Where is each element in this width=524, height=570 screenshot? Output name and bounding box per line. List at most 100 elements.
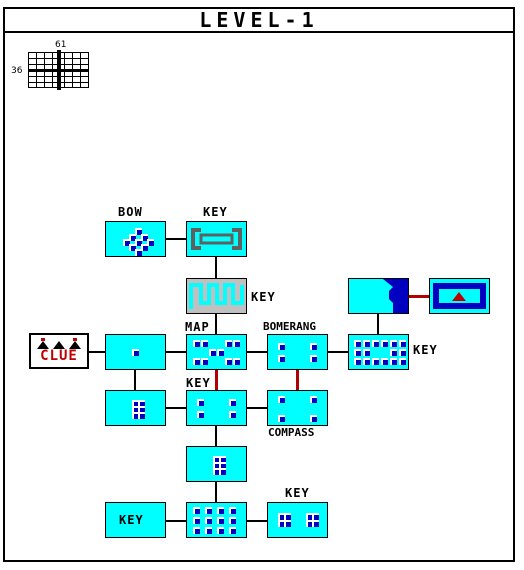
room-block [381,340,388,347]
minimap-col-label: 61 [55,40,67,50]
room-clue[interactable]: CLUE [29,333,89,369]
room-block [229,507,236,514]
link-bottom-left [165,520,186,522]
room-west-lower[interactable] [105,390,166,426]
room-key-bottom-left[interactable]: KEY [105,502,166,538]
room-block [354,340,361,347]
label-key-bottom-left: KEY [119,513,144,527]
room-block [135,239,142,246]
link-map-bomerang [246,351,267,353]
room-block [306,520,313,527]
clue-icon [37,338,81,349]
room-block [310,415,317,422]
room-block [213,468,220,475]
room-block [193,527,200,534]
room-block [278,513,285,520]
room-block [138,400,145,407]
clue-text: CLUE [40,348,78,364]
room-block [135,249,142,256]
room-block [372,340,379,347]
room-block [135,228,142,235]
link-lower-key [165,407,186,409]
room-block [217,349,224,356]
room-block [147,239,154,246]
room-east[interactable] [348,334,409,370]
room-far-north-east[interactable] [429,278,490,314]
link-clue-west [89,351,106,353]
room-block [225,340,232,347]
room-map[interactable] [186,334,247,370]
room-block [129,234,136,241]
room-block [219,456,226,463]
room-block [399,349,406,356]
link-key-below [215,425,217,446]
room-west[interactable] [105,334,166,370]
room-block [219,468,226,475]
link-keyroom-corridor [215,256,217,278]
room-block [213,456,220,463]
room-block [229,411,236,418]
room-bomerang[interactable] [267,334,328,370]
room-block [201,358,208,365]
label-key-top: KEY [203,205,228,219]
room-block [278,355,285,362]
link-east-north [377,313,379,334]
link-bomerang-east [327,351,348,353]
room-key-top-pattern [191,228,242,250]
room-key-bottom-right[interactable] [267,502,328,538]
room-block [363,349,370,356]
link-key-compass [246,407,267,409]
room-block [390,358,397,365]
room-block [278,520,285,527]
room-block [284,513,291,520]
room-block [129,244,136,251]
label-bomerang: BOMERANG [263,320,316,333]
room-block [213,462,220,469]
room-block [217,507,224,514]
room-corridor[interactable] [186,278,247,314]
room-bow[interactable] [105,221,166,257]
room-block [217,517,224,524]
label-compass: COMPASS [268,426,315,439]
room-north-east[interactable] [348,278,409,314]
label-key-right: KEY [413,343,438,357]
room-south-corridor[interactable] [186,446,247,482]
room-block [132,400,139,407]
room-block [278,415,285,422]
room-north-east-pattern [383,279,408,313]
room-block [390,349,397,356]
room-block [197,399,204,406]
room-block [310,343,317,350]
room-key-mid[interactable] [186,390,247,426]
room-block [193,340,200,347]
room-block [233,340,240,347]
room-key-top[interactable] [186,221,247,257]
label-key-corridor: KEY [251,290,276,304]
room-compass[interactable] [267,390,328,426]
room-block [312,513,319,520]
locked-door-north-far [408,295,429,298]
room-block [217,527,224,534]
room-block [141,234,148,241]
room-corridor-pattern [189,283,244,309]
link-bow-key [165,238,186,240]
label-map: MAP [185,320,210,334]
room-block [381,358,388,365]
room-block [225,358,232,365]
room-block [123,239,130,246]
minimap-grid [28,50,89,90]
room-block [138,412,145,419]
title-bar: LEVEL-1 [3,7,515,33]
room-block [209,349,216,356]
room-block [306,513,313,520]
level-title: LEVEL-1 [199,8,319,32]
room-block [310,355,317,362]
room-block [205,517,212,524]
room-entrance[interactable] [186,502,247,538]
link-corridor-map [215,313,217,334]
room-block [233,358,240,365]
room-block [132,349,139,356]
room-block [354,349,361,356]
room-block [205,527,212,534]
